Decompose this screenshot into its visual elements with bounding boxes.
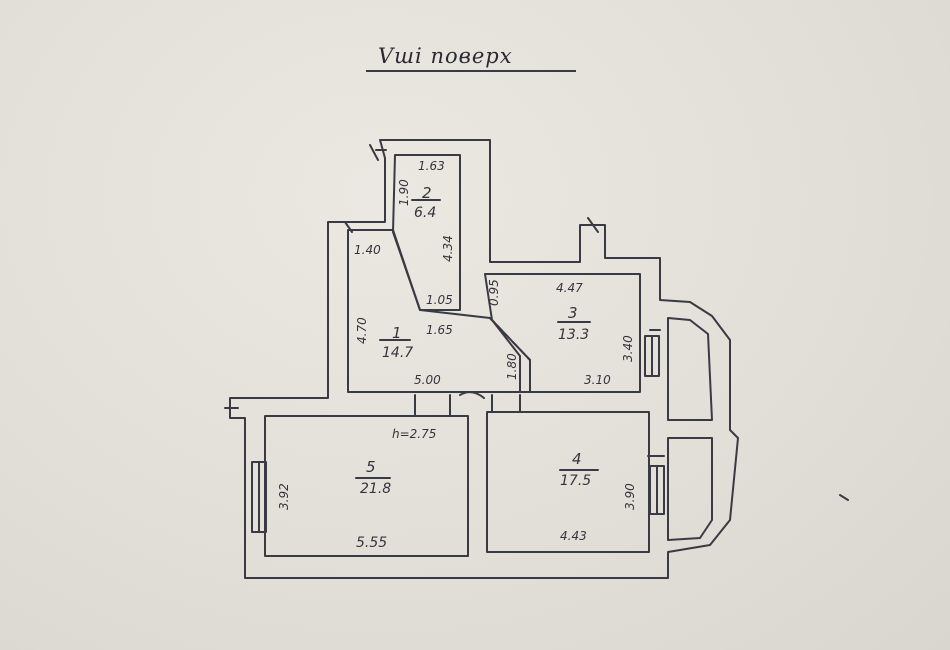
- room-4-number: 4: [572, 450, 582, 468]
- dim-r3-left: 0.95: [487, 279, 501, 306]
- dim-r3-right: 3.40: [621, 335, 635, 362]
- door-openings: [414, 391, 521, 417]
- dim-r1-diag: 1.40: [354, 243, 381, 257]
- room-3-wall: [484, 273, 641, 393]
- title-underline: [366, 70, 576, 72]
- fraction-lines: [355, 199, 599, 479]
- dim-r4-right: 3.90: [623, 483, 637, 510]
- ceiling-height: h=2.75: [392, 427, 437, 441]
- dim-r1-notch: 1.80: [505, 353, 519, 380]
- balcony-lower: [667, 437, 713, 541]
- dim-r2-bottom: 1.05: [426, 293, 453, 307]
- dim-r2-left: 1.90: [397, 179, 411, 206]
- room-5-area: 21.8: [360, 481, 392, 497]
- room-4-area: 17.5: [560, 473, 592, 489]
- room-1-area: 14.7: [382, 345, 414, 361]
- dim-r5-bottom: 5.55: [356, 535, 388, 551]
- floor-title: Vші поверх: [378, 44, 513, 68]
- dim-r1-left: 4.70: [355, 317, 369, 344]
- dim-r1-bottom: 5.00: [414, 373, 441, 387]
- break-marks: [224, 144, 849, 501]
- room-1-number: 1: [392, 324, 402, 342]
- dim-r3-bottom: 3.10: [584, 373, 611, 387]
- dim-r2-right: 4.34: [441, 235, 455, 262]
- room-3-area: 13.3: [558, 327, 590, 343]
- room-1-dashed: [489, 317, 531, 361]
- room-2-area: 6.4: [414, 205, 437, 221]
- dim-r4-bottom: 4.43: [560, 529, 587, 543]
- outer-wall: [229, 139, 739, 579]
- room-2-wall: [392, 154, 461, 311]
- room-5-number: 5: [366, 458, 376, 476]
- balcony: [667, 317, 713, 421]
- dim-r3-top: 4.47: [556, 281, 583, 295]
- room-3-number: 3: [568, 304, 578, 322]
- dim-r2-top: 1.63: [418, 159, 445, 173]
- dim-r1-inner: 1.65: [426, 323, 453, 337]
- dim-r5-left: 3.92: [277, 483, 291, 510]
- room-2-number: 2: [422, 184, 432, 202]
